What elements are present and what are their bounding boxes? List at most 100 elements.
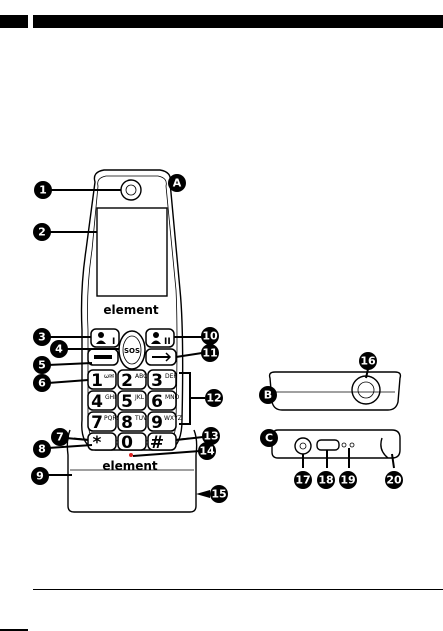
svg-text:12: 12 xyxy=(206,392,221,405)
key-9-letters: WXYZ xyxy=(164,415,182,422)
svg-text:17: 17 xyxy=(295,474,310,487)
svg-text:B: B xyxy=(264,389,272,402)
callout-6: 6 xyxy=(33,374,51,392)
key-hash[interactable]: # xyxy=(148,433,176,453)
earpiece-top xyxy=(352,376,380,404)
earpiece xyxy=(121,180,141,200)
svg-text:3: 3 xyxy=(38,331,46,344)
svg-text:9: 9 xyxy=(36,470,44,483)
svg-text:16: 16 xyxy=(360,355,376,368)
svg-text:C: C xyxy=(265,432,273,445)
key-4-letters: GHI xyxy=(105,394,116,401)
key-9[interactable]: 9 WXYZ xyxy=(148,412,182,433)
key-8[interactable]: 8 TUV xyxy=(118,412,148,433)
key-5-letters: JKL xyxy=(134,394,145,401)
key-0-digit: 0 xyxy=(121,433,133,453)
callout-4: 4 xyxy=(50,340,68,358)
key-5-digit: 5 xyxy=(121,392,133,412)
charging-indicator xyxy=(129,453,133,457)
key-4-digit: 4 xyxy=(91,392,103,412)
key-6-letters: MNO xyxy=(165,394,180,401)
callout-20: 20 xyxy=(385,471,403,489)
svg-text:5: 5 xyxy=(38,359,46,372)
key-7[interactable]: 7 PQRS xyxy=(88,412,121,433)
usb-port xyxy=(317,440,339,450)
call-key[interactable] xyxy=(88,349,118,365)
key-0[interactable]: 0 xyxy=(118,433,146,453)
base-brand-label: element xyxy=(102,459,158,473)
memory-key-2-label: II xyxy=(164,337,171,347)
memory-key-2[interactable]: II xyxy=(146,329,174,347)
lanyard-hole xyxy=(381,438,388,458)
svg-text:20: 20 xyxy=(386,474,402,487)
callout-9: 9 xyxy=(31,467,49,485)
callout-1: 1 xyxy=(34,181,52,199)
svg-text:19: 19 xyxy=(340,474,355,487)
memory-key-1-label: I xyxy=(112,337,115,347)
svg-text:2: 2 xyxy=(38,226,46,239)
key-6-digit: 6 xyxy=(151,392,163,412)
key-hash-symbol: # xyxy=(150,433,164,453)
key-star[interactable]: * xyxy=(88,433,116,453)
key-7-digit: 7 xyxy=(91,413,103,433)
callout-17: 17 xyxy=(294,471,312,489)
bottom-view xyxy=(272,430,400,458)
end-key[interactable] xyxy=(146,349,176,365)
svg-text:A: A xyxy=(173,177,182,190)
svg-text:15: 15 xyxy=(211,488,226,501)
contact-2 xyxy=(350,443,354,447)
sos-label: SOS xyxy=(124,347,140,355)
callout-5: 5 xyxy=(33,356,51,374)
callout-B: B xyxy=(259,386,277,404)
callout-A: A xyxy=(168,174,186,192)
key-5[interactable]: 5 JKL xyxy=(118,391,146,412)
svg-text:8: 8 xyxy=(38,443,46,456)
key-8-letters: TUV xyxy=(134,415,148,422)
svg-text:1: 1 xyxy=(39,184,47,197)
key-2-digit: 2 xyxy=(121,371,133,391)
callout-11: 11 xyxy=(201,344,219,362)
callout-16: 16 xyxy=(359,352,377,370)
svg-text:4: 4 xyxy=(55,343,63,356)
navigation-key[interactable]: SOS xyxy=(119,331,145,369)
top-view xyxy=(270,372,401,410)
callout-C: C xyxy=(260,429,278,447)
callout-10: 10 xyxy=(201,327,219,345)
callout-15: 15 xyxy=(210,485,228,503)
handset-brand-label: element xyxy=(103,303,159,317)
key-9-digit: 9 xyxy=(151,413,163,433)
callout-7: 7 xyxy=(51,428,69,446)
headset-jack xyxy=(295,438,311,454)
key-1-letters: ω✉ xyxy=(104,373,114,380)
display-screen xyxy=(97,208,167,296)
svg-text:18: 18 xyxy=(318,474,333,487)
key-star-symbol: * xyxy=(93,433,102,453)
key-3-letters: DEF xyxy=(165,373,177,380)
svg-text:11: 11 xyxy=(202,347,217,360)
memory-key-1[interactable]: I xyxy=(91,329,119,347)
svg-text:10: 10 xyxy=(202,330,218,343)
key-1[interactable]: 1 ω✉ xyxy=(88,370,116,391)
key-4[interactable]: 4 GHI xyxy=(88,391,116,412)
svg-text:6: 6 xyxy=(38,377,46,390)
footer-rule xyxy=(33,589,443,590)
callout-2: 2 xyxy=(33,223,51,241)
svg-text:14: 14 xyxy=(199,445,215,458)
key-2[interactable]: 2 ABC xyxy=(118,370,147,391)
key-2-letters: ABC xyxy=(135,373,147,380)
key-1-digit: 1 xyxy=(91,371,103,391)
key-6[interactable]: 6 MNO xyxy=(148,391,180,412)
callout-14: 14 xyxy=(198,442,216,460)
key-3-digit: 3 xyxy=(151,371,163,391)
callout-8: 8 xyxy=(33,440,51,458)
key-8-digit: 8 xyxy=(121,413,133,433)
callout-3: 3 xyxy=(33,328,51,346)
callout-18: 18 xyxy=(317,471,335,489)
svg-text:13: 13 xyxy=(203,430,218,443)
callout-19: 19 xyxy=(339,471,357,489)
svg-text:7: 7 xyxy=(56,431,64,444)
key-3[interactable]: 3 DEF xyxy=(148,370,177,391)
keypad: 1 ω✉ 2 ABC 3 DEF 4 GHI 5 JKL 6 MNO xyxy=(88,370,182,453)
adapter-arrow-icon xyxy=(196,490,210,498)
